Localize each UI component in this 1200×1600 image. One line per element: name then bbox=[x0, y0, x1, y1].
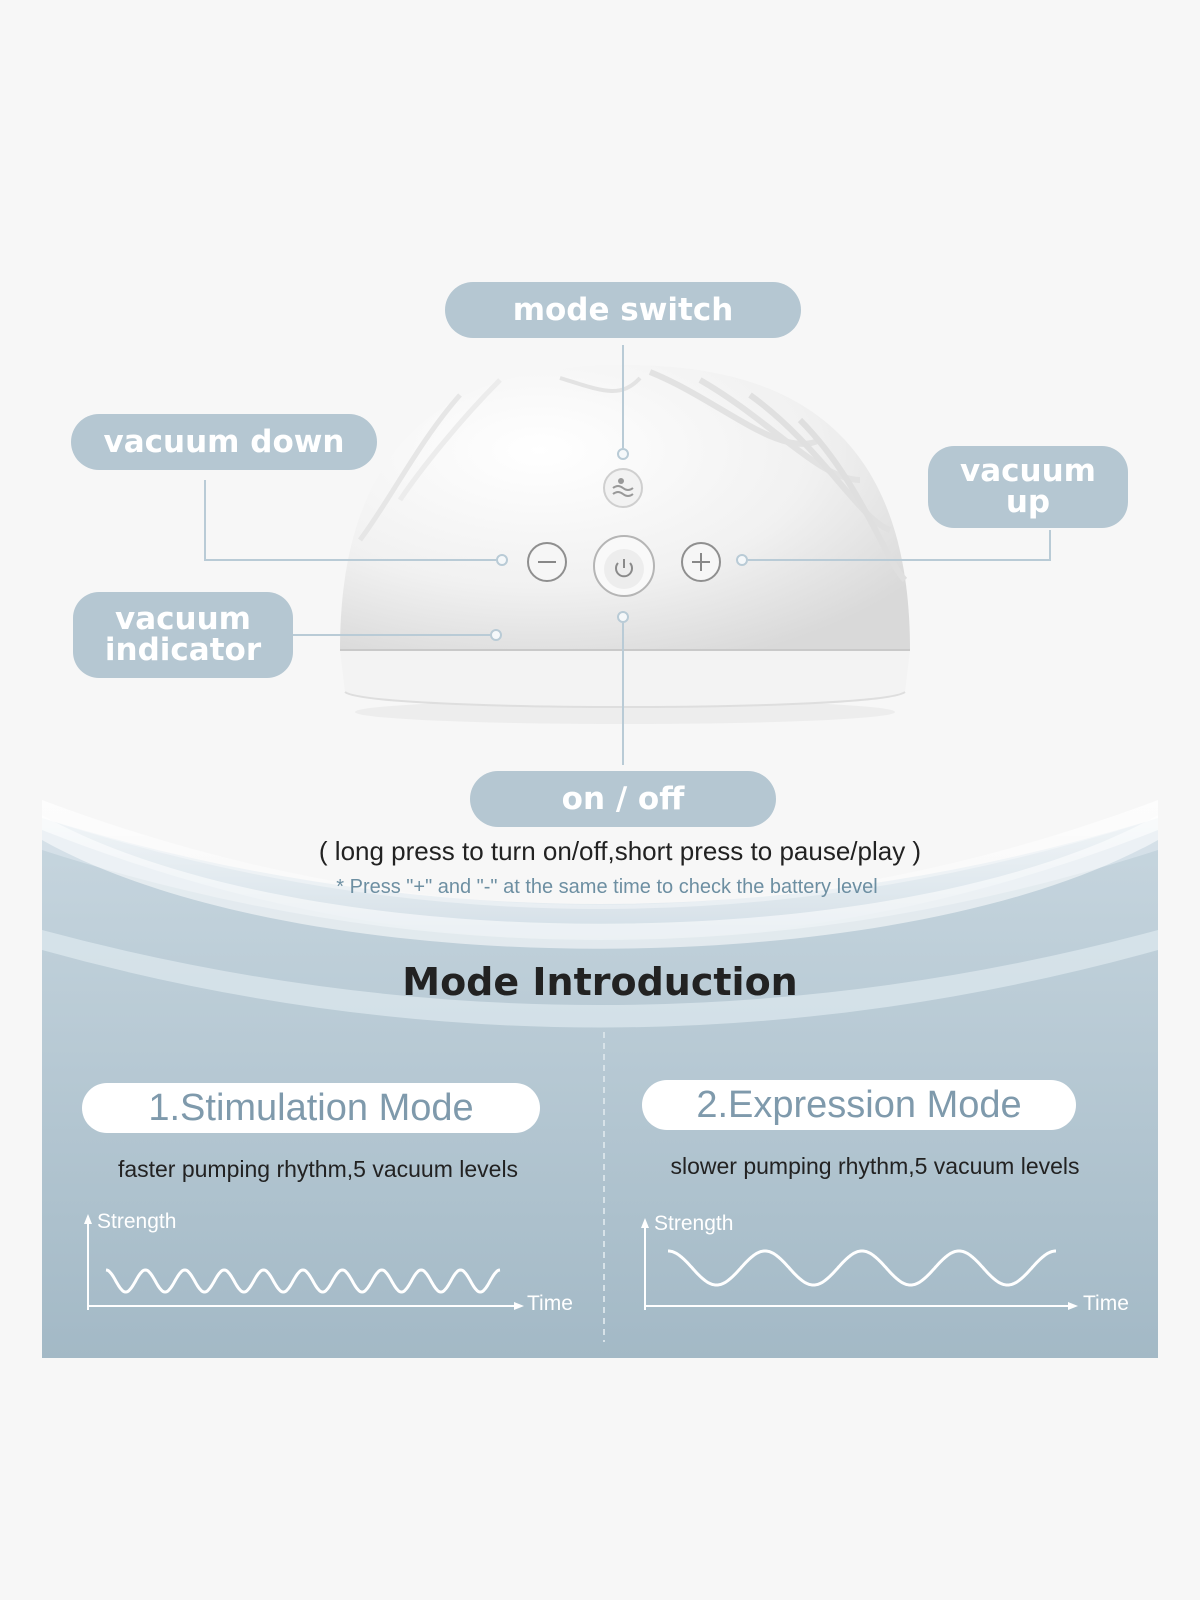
expression-y-axis-label: Strength bbox=[654, 1212, 734, 1235]
stimulation-mode-description: faster pumping rhythm,5 vacuum levels bbox=[117, 1156, 519, 1182]
stimulation-chart bbox=[84, 1214, 524, 1310]
leader-lines bbox=[204, 345, 1051, 765]
expression-y-arrow bbox=[641, 1218, 649, 1228]
panel-top-arc bbox=[42, 815, 1158, 949]
on-off-label: on / off bbox=[561, 780, 685, 817]
mode-switch-label: mode switch bbox=[512, 291, 734, 328]
expression-mode-description: slower pumping rhythm,5 vacuum levels bbox=[670, 1153, 1080, 1179]
vacuum-up-label-line1: vacuum bbox=[960, 453, 1096, 489]
vacuum-up-callout: vacuum up bbox=[928, 446, 1128, 528]
vacuum-down-callout: vacuum down bbox=[71, 414, 377, 470]
mode-switch-button[interactable] bbox=[603, 468, 643, 508]
stimulation-mode-name: 1.Stimulation Mode bbox=[82, 1083, 540, 1133]
plus-icon bbox=[692, 553, 710, 571]
vacuum-up-label-line2: up bbox=[1005, 484, 1051, 520]
vacuum-indicator-label-line2: indicator bbox=[104, 632, 262, 668]
expression-mode-label: 2.Expression Mode bbox=[696, 1083, 1022, 1126]
power-hint: ( long press to turn on/off,short press … bbox=[318, 836, 922, 866]
power-icon bbox=[615, 559, 633, 578]
expression-mode-name: 2.Expression Mode bbox=[642, 1080, 1076, 1130]
vacuum-indicator-callout: vacuum indicator bbox=[73, 592, 293, 678]
mode-switch-callout: mode switch bbox=[445, 282, 801, 338]
stimulation-y-axis-label: Strength bbox=[97, 1210, 177, 1233]
mode-section-title: Mode Introduction bbox=[402, 960, 798, 1004]
stimulation-x-axis-label: Time bbox=[527, 1292, 573, 1315]
vacuum-up-button[interactable] bbox=[681, 542, 721, 582]
expression-x-arrow bbox=[1068, 1302, 1078, 1310]
stimulation-mode-label: 1.Stimulation Mode bbox=[148, 1086, 474, 1129]
expression-wave bbox=[668, 1249, 1056, 1287]
stimulation-x-arrow bbox=[514, 1302, 524, 1310]
vacuum-down-button[interactable] bbox=[527, 542, 567, 582]
battery-hint: * Press "+" and "-" at the same time to … bbox=[336, 876, 878, 898]
power-button[interactable] bbox=[593, 535, 655, 597]
expression-chart bbox=[641, 1218, 1078, 1310]
stimulation-y-arrow bbox=[84, 1214, 92, 1224]
on-off-callout: on / off bbox=[470, 771, 776, 827]
stimulation-wave bbox=[105, 1268, 501, 1294]
vacuum-down-label: vacuum down bbox=[103, 423, 345, 460]
vacuum-indicator-label-line1: vacuum bbox=[115, 601, 251, 637]
expression-x-axis-label: Time bbox=[1083, 1292, 1129, 1315]
mode-wave-icon bbox=[612, 478, 634, 497]
